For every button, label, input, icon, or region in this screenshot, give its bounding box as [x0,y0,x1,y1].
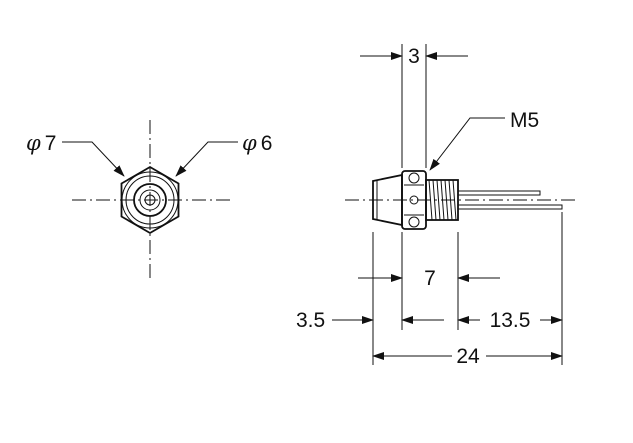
label-m5: M5 [510,109,539,132]
lens-ring [139,189,161,211]
phi7-symbol: φ [26,131,41,155]
side-view: M5 3 7 3.5 13.5 24 [296,44,578,368]
threaded-shank [425,179,459,221]
housing-ring [133,183,167,217]
lead-upper [457,190,541,196]
phi6-value: 6 [261,132,273,155]
dim-24-label: 24 [456,345,480,368]
leader-phi6 [175,141,238,177]
thread-ring [125,175,175,225]
thread-lines [428,179,457,221]
nut-face-bottom [408,216,420,228]
dim-3-label: 3 [408,45,420,68]
hex-nut-outline [120,165,180,235]
nut-face-top [408,172,420,184]
outer-ring [121,171,179,229]
dim-3-5-label: 3.5 [296,309,325,332]
leader-phi7 [62,141,125,177]
phi7-value: 7 [45,132,57,155]
lens-center [144,194,156,206]
phi6-symbol: φ [242,131,257,155]
dim-13-5-label: 13.5 [490,309,531,332]
dim-7-label: 7 [424,267,436,290]
lead-lower [457,204,563,210]
leader-m5 [429,117,505,171]
nut-face-middle [409,195,419,205]
